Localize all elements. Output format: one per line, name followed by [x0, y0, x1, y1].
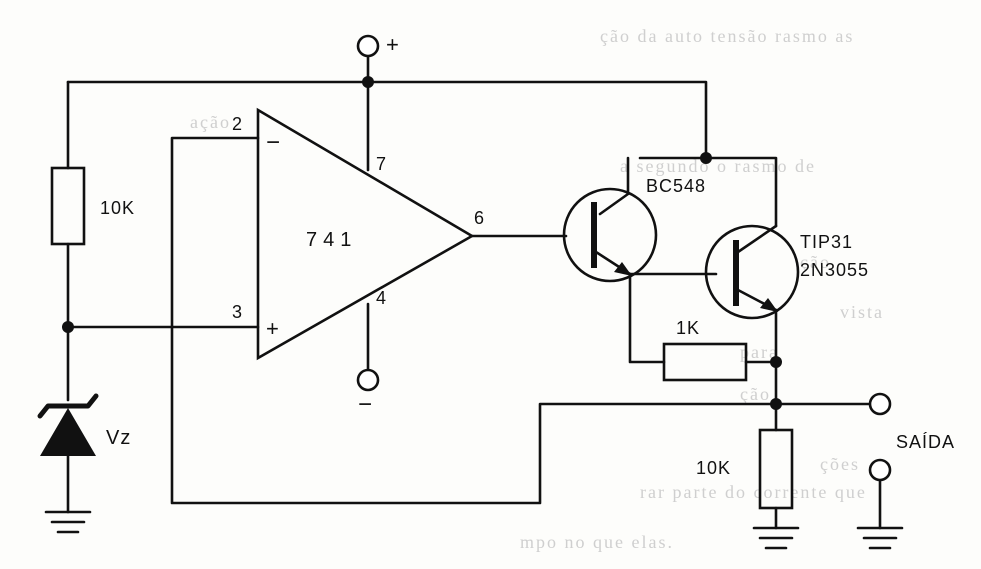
feedback-wire [170, 136, 778, 505]
zener-bar [37, 393, 99, 419]
wires [66, 55, 882, 530]
opamp-pin-6: 6 [474, 208, 485, 228]
supply-rail-top [66, 80, 708, 160]
opamp-pin-3: 3 [232, 302, 243, 322]
show-through-line: mpo no que elas. [520, 532, 674, 552]
resistor-label: 1K [676, 318, 700, 338]
output-terminals: SAÍDA [868, 392, 955, 482]
output-terminal-top [868, 392, 892, 416]
zener-diode: Vz [37, 393, 131, 456]
opamp-pin-7: 7 [376, 154, 387, 174]
opamp-pin-4: 4 [376, 288, 387, 308]
junction-dot [700, 152, 712, 164]
zener-label: Vz [106, 427, 131, 449]
show-through-line: rar parte do corrente que [640, 482, 867, 502]
show-through-line: ções [820, 454, 860, 474]
transistor-label: BC548 [646, 176, 706, 196]
ground-symbol [856, 526, 904, 550]
transistor-label-line2: 2N3055 [800, 260, 869, 280]
opamp-741: 741 2 3 7 4 6 − + [232, 107, 485, 361]
junction-dot [770, 356, 782, 368]
show-through-line: ação [190, 112, 231, 132]
resistor-body [662, 342, 748, 382]
ground-symbol [752, 526, 800, 550]
opamp-label: 741 [306, 229, 357, 251]
junction-dot [770, 398, 782, 410]
vminus-terminal [356, 368, 380, 392]
transistor-envelope [562, 187, 658, 283]
show-through-line: a segundo o rasmo de [620, 156, 816, 176]
opamp-pin-2: 2 [232, 114, 243, 134]
transistor-bc548: BC548 [562, 176, 706, 283]
transistor-label-line1: TIP31 [800, 232, 853, 252]
junction-dot [362, 76, 374, 88]
opamp-minus-sign: − [266, 129, 281, 156]
supply-terminals: + − [356, 32, 400, 418]
junctions [62, 76, 782, 410]
opamp-triangle [256, 107, 475, 361]
transistor-envelope [704, 224, 800, 320]
transistor-collector [736, 224, 778, 254]
r1k-left-wire [628, 272, 666, 364]
emitter-arrow [760, 298, 778, 312]
vplus-label: + [386, 32, 400, 57]
collector-rail [638, 156, 778, 228]
transistor-tip31: TIP31 2N3055 [704, 224, 869, 320]
resistor-10k-top: 10K [50, 166, 135, 246]
ground-output [856, 526, 904, 550]
show-through-line: para [740, 342, 779, 362]
ground-load [752, 526, 800, 550]
zener-triangle [40, 408, 96, 456]
resistor-10k-load: 10K [696, 428, 794, 510]
resistor-body [50, 166, 86, 246]
bc548-collector [598, 156, 630, 216]
junction-dot [62, 321, 74, 333]
show-through-line: ção da auto tensão rasmo as [600, 26, 854, 46]
show-through-line: ção [740, 384, 771, 404]
show-through-line: vista [840, 302, 884, 322]
vplus-terminal [356, 34, 380, 58]
show-through-line: ção [800, 252, 831, 272]
resistor-label: 10K [100, 198, 135, 218]
resistor-body [758, 428, 794, 510]
output-terminal-bottom [868, 458, 892, 482]
resistor-1k: 1K [662, 318, 748, 382]
emitter-arrow [614, 262, 632, 276]
show-through-text: ção da auto tensão rasmo as ação a segun… [190, 26, 884, 552]
resistor-label: 10K [696, 458, 731, 478]
ground-left [44, 510, 92, 534]
vminus-label: − [358, 391, 373, 418]
output-label: SAÍDA [896, 432, 955, 452]
opamp-plus-sign: + [266, 316, 280, 341]
ground-symbol [44, 510, 92, 534]
